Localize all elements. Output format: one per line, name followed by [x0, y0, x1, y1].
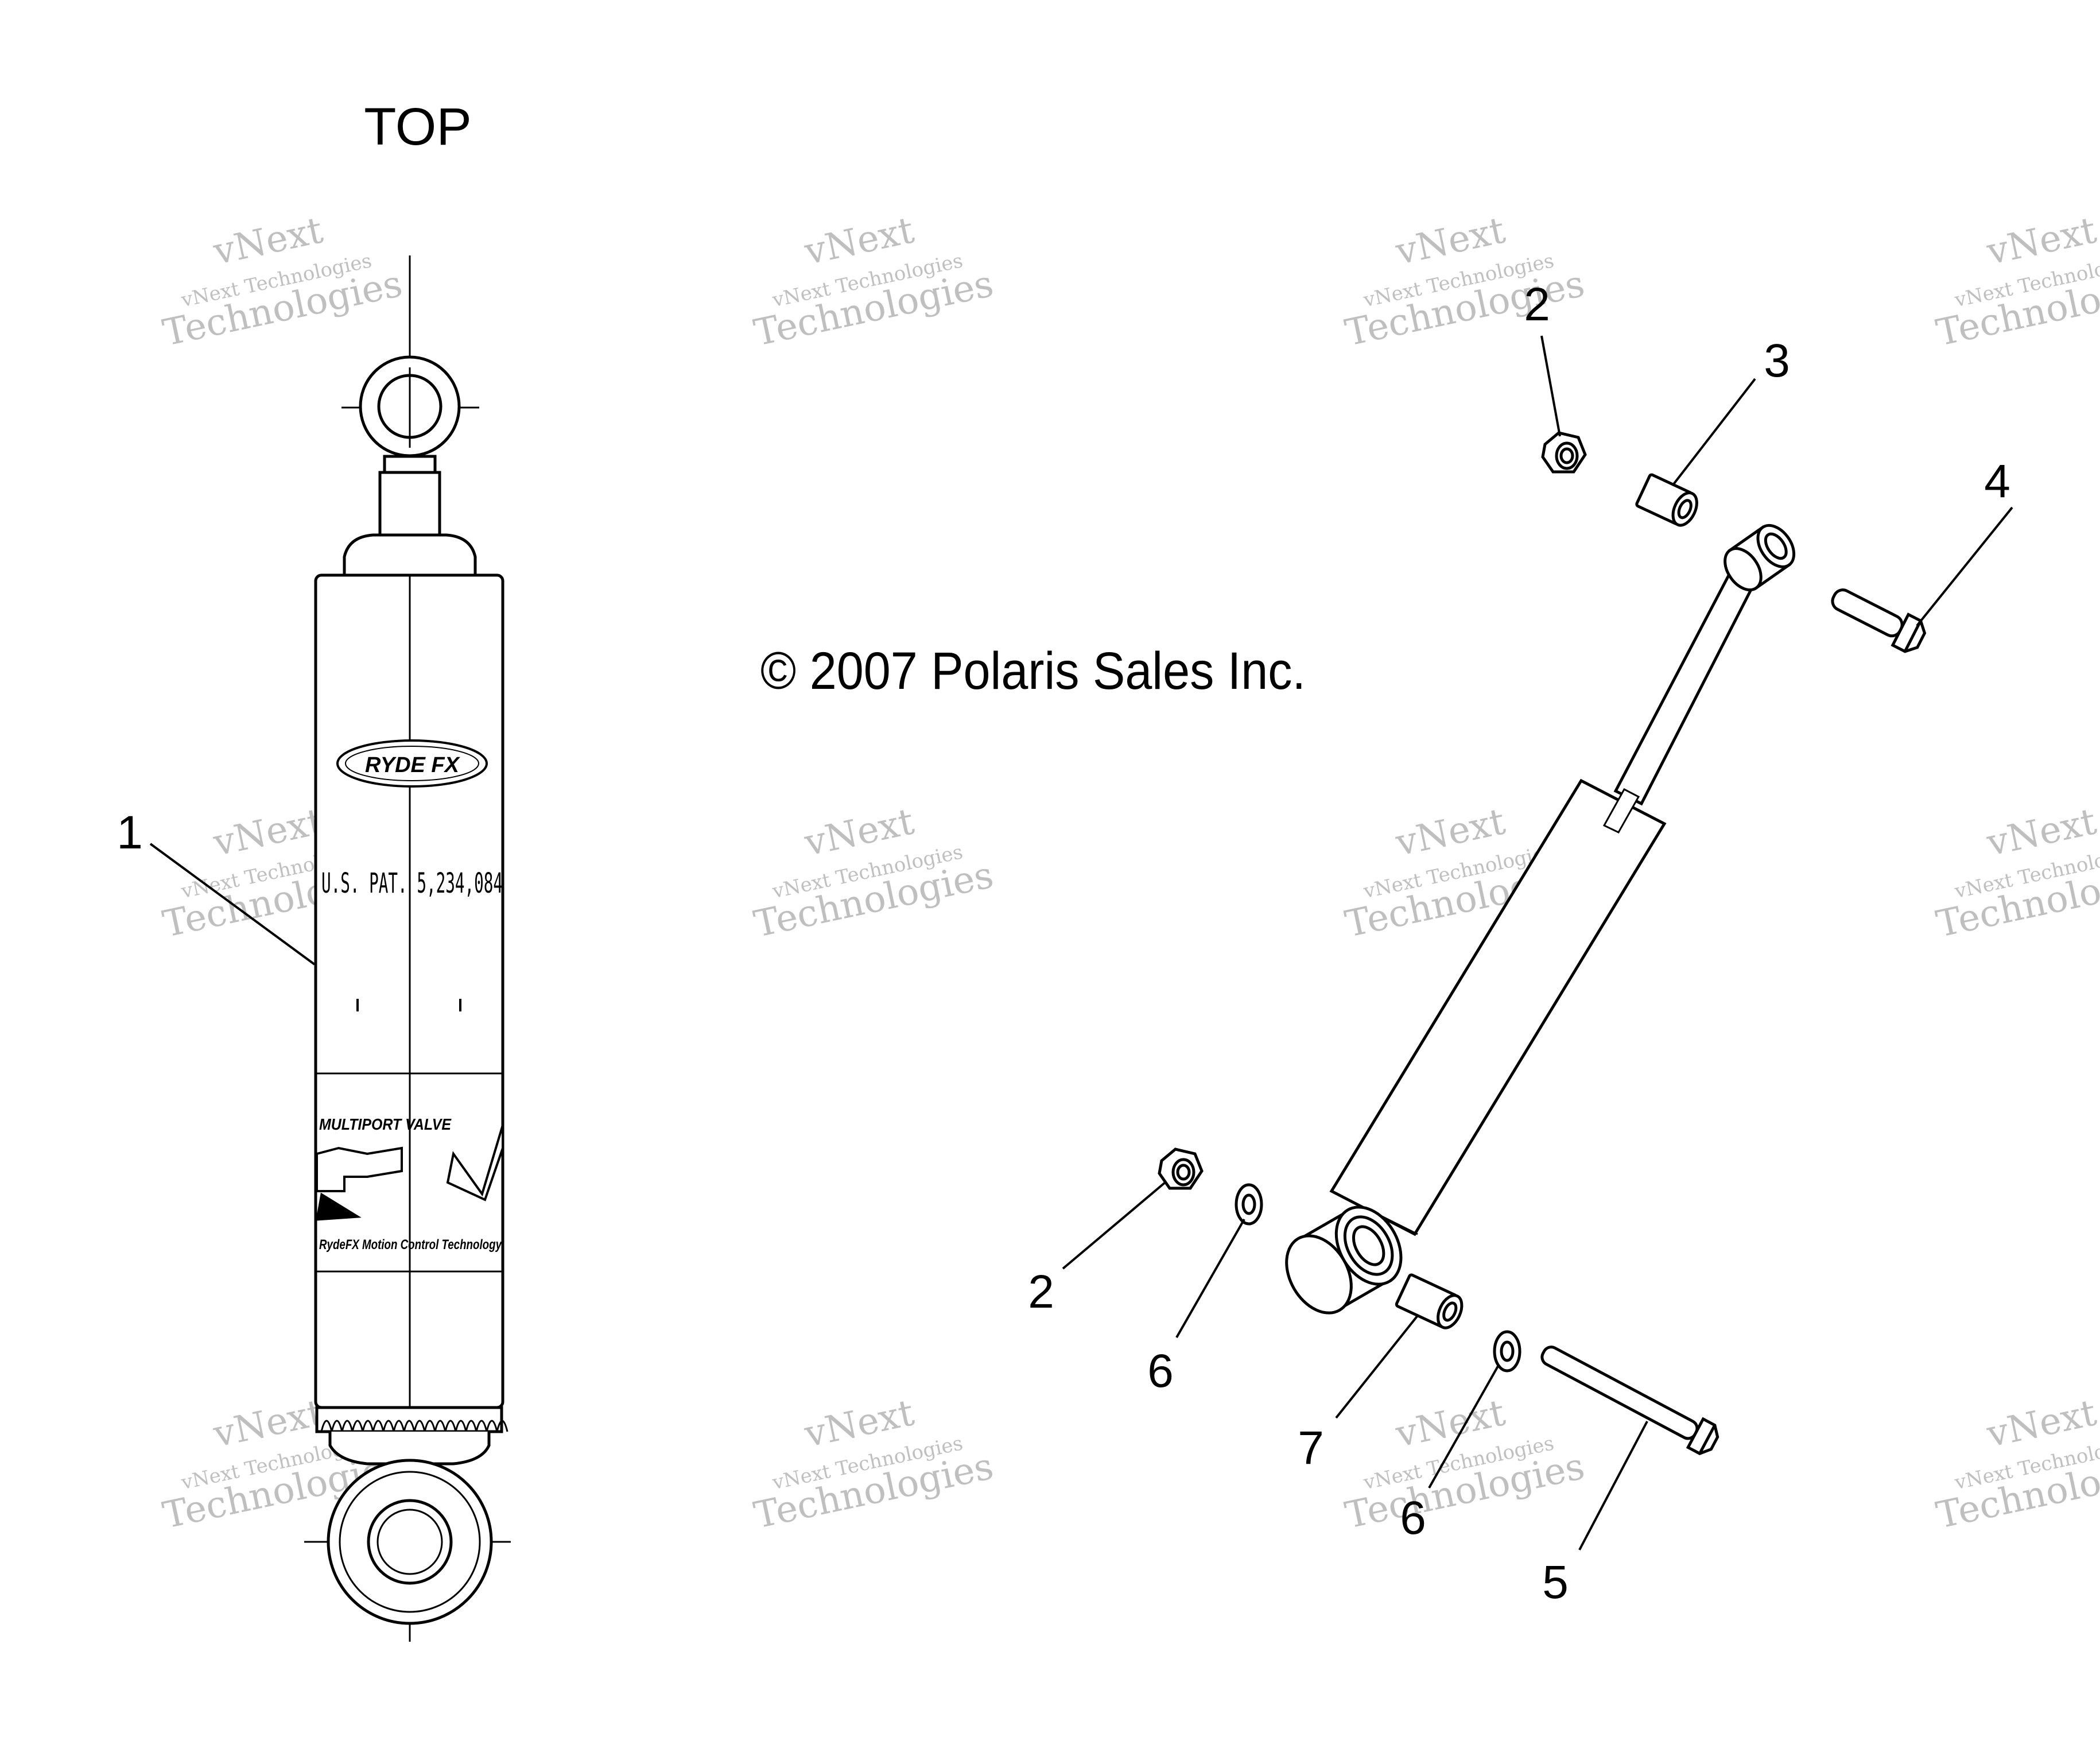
bolt-short — [1831, 588, 1927, 653]
copyright-text: © 2007 Polaris Sales Inc. — [760, 642, 1306, 700]
shock-absorber-front-view — [304, 255, 511, 1642]
knurl-tooth — [475, 1420, 488, 1432]
callout-6-right: 6 — [1400, 1492, 1426, 1544]
knurl-tooth — [403, 1420, 416, 1432]
tagline-decal-text: RydeFX Motion Control Technology — [319, 1237, 502, 1253]
shock-body-exploded — [1329, 778, 1667, 1236]
valve-decal-text: MULTIPORT VALVE — [319, 1115, 452, 1133]
knurl-tooth — [434, 1420, 447, 1432]
knurl-tooth — [351, 1420, 364, 1432]
nut-upper — [1541, 431, 1587, 474]
callout-2-upper: 2 — [1524, 278, 1550, 331]
knurl-tooth — [362, 1420, 374, 1432]
leader-lines — [149, 335, 2013, 1550]
knurl-tooth — [496, 1420, 508, 1432]
knurl-tooth — [455, 1420, 467, 1432]
knurl-tooth — [393, 1420, 405, 1432]
callout-5: 5 — [1542, 1556, 1569, 1608]
washer-left — [1235, 1183, 1263, 1226]
knurl-tooth — [331, 1420, 343, 1432]
callout-4: 4 — [1984, 455, 2010, 507]
nut-lower — [1158, 1147, 1204, 1190]
stem-rod — [378, 471, 441, 537]
knurl-tooth — [444, 1420, 457, 1432]
washer-right — [1493, 1330, 1521, 1373]
knurl-tooth — [382, 1420, 395, 1432]
knurl-tooth — [424, 1420, 436, 1432]
shock-absorber-exploded-view — [1285, 524, 1796, 1315]
knurl-tooth — [372, 1420, 385, 1432]
callout-numbers: 1 2 3 4 2 6 7 6 5 — [117, 278, 2010, 1608]
spacer-sleeve-lower — [1395, 1273, 1464, 1329]
bolt-long — [1540, 1346, 1719, 1455]
knurl-tooth — [320, 1420, 333, 1432]
callout-7: 7 — [1298, 1422, 1324, 1474]
knurl-tooth — [465, 1420, 478, 1432]
patent-decal-text: U.S. PAT. 5,234,084 — [321, 867, 503, 900]
knurled-ring — [315, 1406, 503, 1433]
body-cap — [343, 533, 477, 577]
spacer-sleeve-upper — [1635, 473, 1698, 527]
small-parts — [1158, 431, 1927, 1455]
knurl-tooth — [413, 1420, 426, 1432]
brand-decal-text: RYDE FX — [365, 753, 461, 777]
stem-collar — [383, 455, 437, 474]
knurl-tooth — [486, 1420, 498, 1432]
top-view-label: TOP — [364, 98, 471, 156]
callout-6-left: 6 — [1147, 1345, 1174, 1397]
lower-eye — [1285, 1205, 1403, 1315]
upper-eye — [1724, 524, 1796, 592]
callout-1: 1 — [117, 807, 143, 859]
piston-rod — [1613, 553, 1764, 806]
knurl-tooth — [341, 1420, 354, 1432]
callout-2-lower: 2 — [1028, 1266, 1054, 1318]
callout-3: 3 — [1764, 335, 1790, 387]
